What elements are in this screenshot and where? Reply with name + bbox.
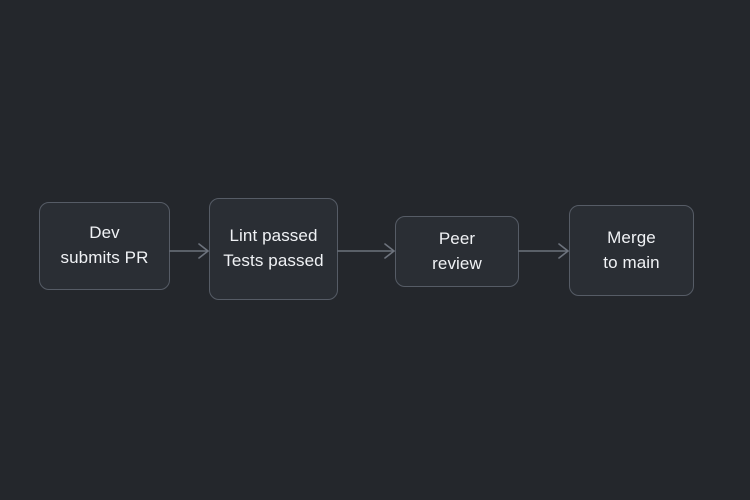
node-label-line: to main [603, 252, 660, 272]
arrowhead-icon [198, 243, 209, 259]
node-label-line: Lint passed [229, 226, 318, 246]
node-dev-submits-pr[interactable]: Dev submits PR [39, 202, 170, 290]
node-label-line: Peer [438, 228, 476, 248]
node-label-line: Tests passed [223, 251, 324, 270]
arrow-pr-to-checks [169, 243, 209, 259]
node-label-line: Merge [607, 227, 656, 247]
node-label-line: Dev [89, 223, 120, 243]
node-merge-to-main[interactable]: Merge to main [569, 205, 694, 296]
arrowhead-icon [384, 243, 395, 259]
node-label-line: review [432, 253, 482, 273]
node-peer-review[interactable]: Peer review [395, 216, 519, 287]
node-label-line: submits PR [60, 248, 149, 267]
arrow-review-to-merge [518, 243, 569, 259]
arrow-checks-to-review [337, 243, 395, 259]
arrowhead-icon [558, 243, 569, 259]
